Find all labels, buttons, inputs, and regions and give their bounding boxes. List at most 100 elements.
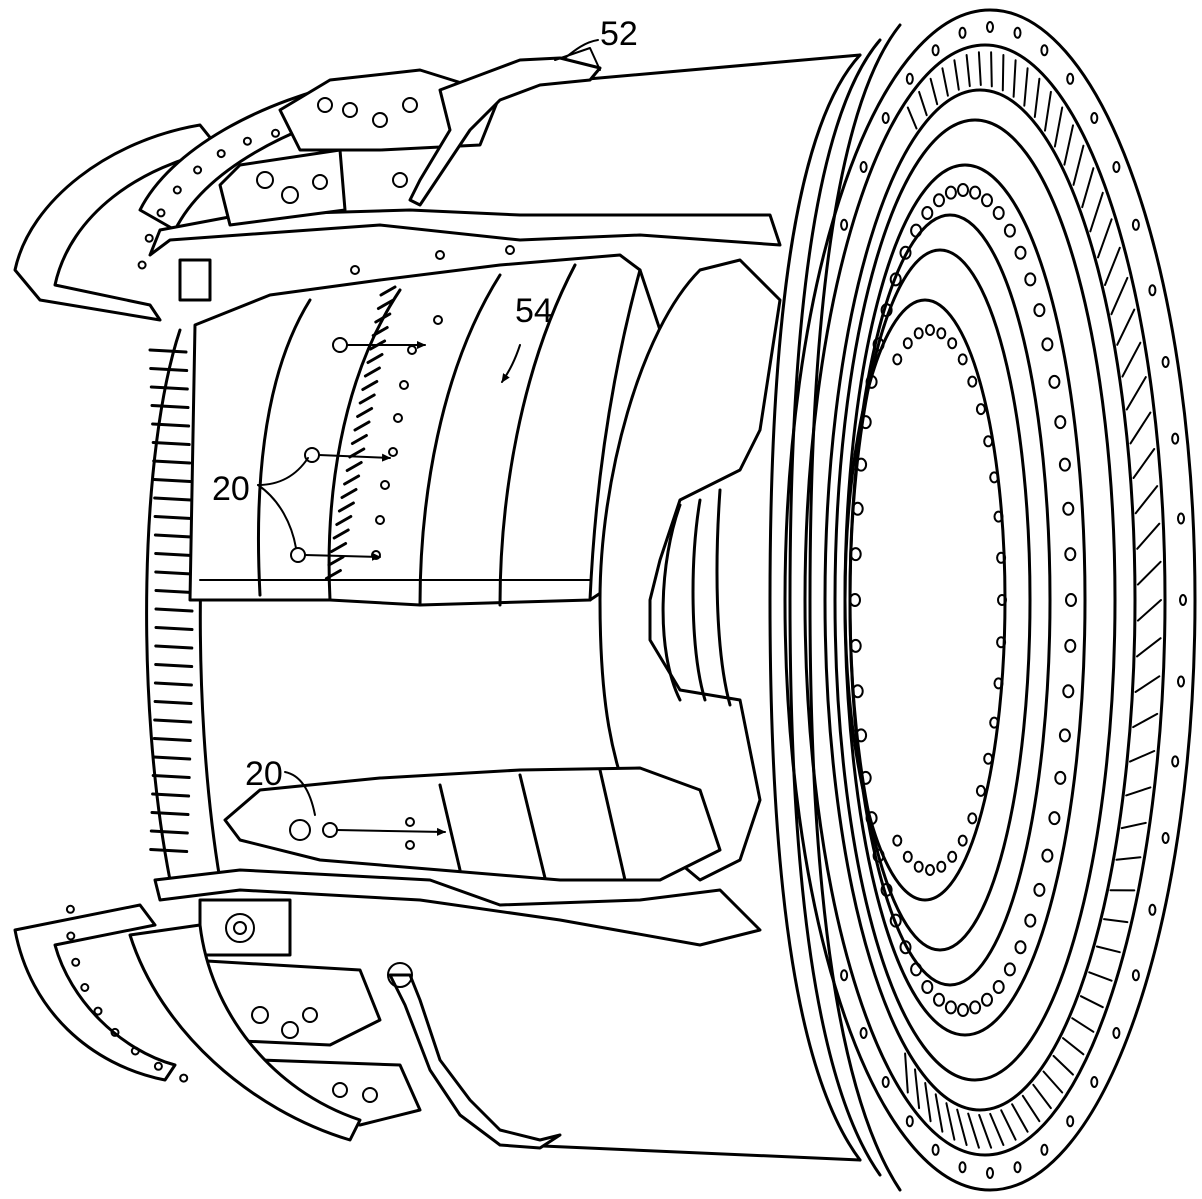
bolt-hole (1148, 284, 1157, 297)
bolt-hole (947, 337, 958, 350)
bolt-hole (881, 1076, 890, 1088)
bolt-hole (1177, 675, 1185, 688)
cooling-hole (388, 447, 398, 457)
bolt-hole (969, 185, 982, 200)
bolt-hole (933, 992, 945, 1007)
bolt-hole (969, 1000, 982, 1015)
flange-ring-edge-inner (788, 38, 882, 1177)
vane (904, 1052, 909, 1094)
bolt-hole (1177, 512, 1185, 525)
bolt-hole (1041, 848, 1054, 863)
bolt-hole (1090, 112, 1099, 124)
swirler-slot (371, 326, 389, 337)
cooling-hole (375, 515, 385, 525)
ref-label-20-lower: 20 (245, 755, 283, 793)
bolt-hole (881, 112, 890, 124)
bolt-hole (975, 784, 986, 797)
bolt-hole (851, 684, 864, 699)
bolt-hole (986, 1167, 994, 1179)
bolt-hole (859, 770, 872, 785)
flange-ring-edge-outer (808, 23, 902, 1192)
vane (989, 1112, 1005, 1146)
bolt-hole (1131, 218, 1140, 231)
flange-hole (65, 904, 75, 914)
flow-arrow-lower (336, 827, 446, 836)
bolt-hole (840, 969, 849, 982)
bolt-hole (1040, 44, 1049, 57)
bolt-hole (849, 638, 862, 653)
bolt-hole (996, 551, 1007, 564)
bolt-hole (1179, 594, 1187, 606)
vane (1042, 1070, 1064, 1094)
vane (1095, 945, 1121, 954)
vane (1053, 106, 1064, 148)
bolt-hole (1161, 356, 1170, 368)
leader-54 (501, 344, 521, 383)
turbine-nozzle-vanes (904, 51, 1162, 1149)
flange-hole (216, 149, 226, 159)
bolt-hole (865, 374, 878, 389)
bolt-hole (1062, 684, 1075, 699)
vane (1132, 448, 1156, 479)
swirler-slot (366, 353, 384, 364)
bolt-hole (1014, 245, 1027, 260)
bolt-hole (1066, 72, 1075, 85)
bolt-hole (1024, 272, 1037, 287)
aft-flange-rings (783, 8, 1197, 1192)
vane (965, 54, 971, 88)
swirler-slot (335, 515, 353, 526)
bolt-hole (993, 510, 1004, 523)
bolt-hole (1041, 337, 1054, 352)
bolt-hole (989, 471, 1000, 484)
vane (1136, 599, 1162, 622)
vane (914, 1068, 921, 1110)
vane (1136, 560, 1162, 586)
vane (978, 1114, 993, 1149)
bolt-hole (1054, 770, 1067, 785)
bolt-hole (981, 193, 993, 208)
lower-manifold-assembly (153, 868, 762, 1150)
flange-hole (271, 128, 280, 138)
bolt-hole (1048, 374, 1061, 389)
swirler-slot (324, 569, 342, 580)
bolt-hole (983, 435, 994, 448)
lower-left-flange-segment (13, 903, 362, 1142)
vane (1097, 218, 1113, 259)
leader-20-a (257, 457, 309, 486)
bolt-hole (865, 811, 878, 826)
bolt-hole (889, 272, 902, 287)
bolt-hole (855, 728, 868, 743)
swirler-slot (353, 420, 371, 432)
casing-slot (152, 737, 192, 742)
bolt-hole (992, 980, 1005, 994)
leader-20-lower (284, 771, 316, 816)
casing-slot (151, 441, 191, 446)
swirler-slot (379, 285, 397, 297)
bolt-hole (967, 375, 978, 388)
upper-manifold-assembly (148, 47, 782, 302)
swirler-slot (332, 528, 350, 540)
fuel-nozzles-upper (290, 337, 426, 563)
vane (1023, 67, 1029, 107)
swirler-slot (327, 555, 345, 567)
bolt-hole (855, 457, 868, 472)
bolt-hole (913, 327, 924, 340)
swirler-slots (324, 285, 397, 580)
cooling-hole (380, 480, 390, 490)
casing-slot (154, 607, 194, 613)
bolt-hole (851, 501, 864, 516)
vane (1071, 1017, 1095, 1033)
ref-label-52: 52 (600, 15, 638, 53)
ref-label-20-upper: 20 (212, 470, 250, 508)
casing-slot (149, 367, 189, 372)
flange-hole (93, 1006, 103, 1016)
vane (1072, 144, 1085, 186)
bolt-hole (1054, 415, 1067, 430)
bolt-hole (849, 547, 862, 562)
flow-arrow-2 (318, 453, 391, 462)
flange-hole (110, 1027, 120, 1037)
bolt-hole (1014, 940, 1027, 955)
bolt-hole (992, 206, 1005, 220)
bolt-hole (1148, 903, 1157, 916)
